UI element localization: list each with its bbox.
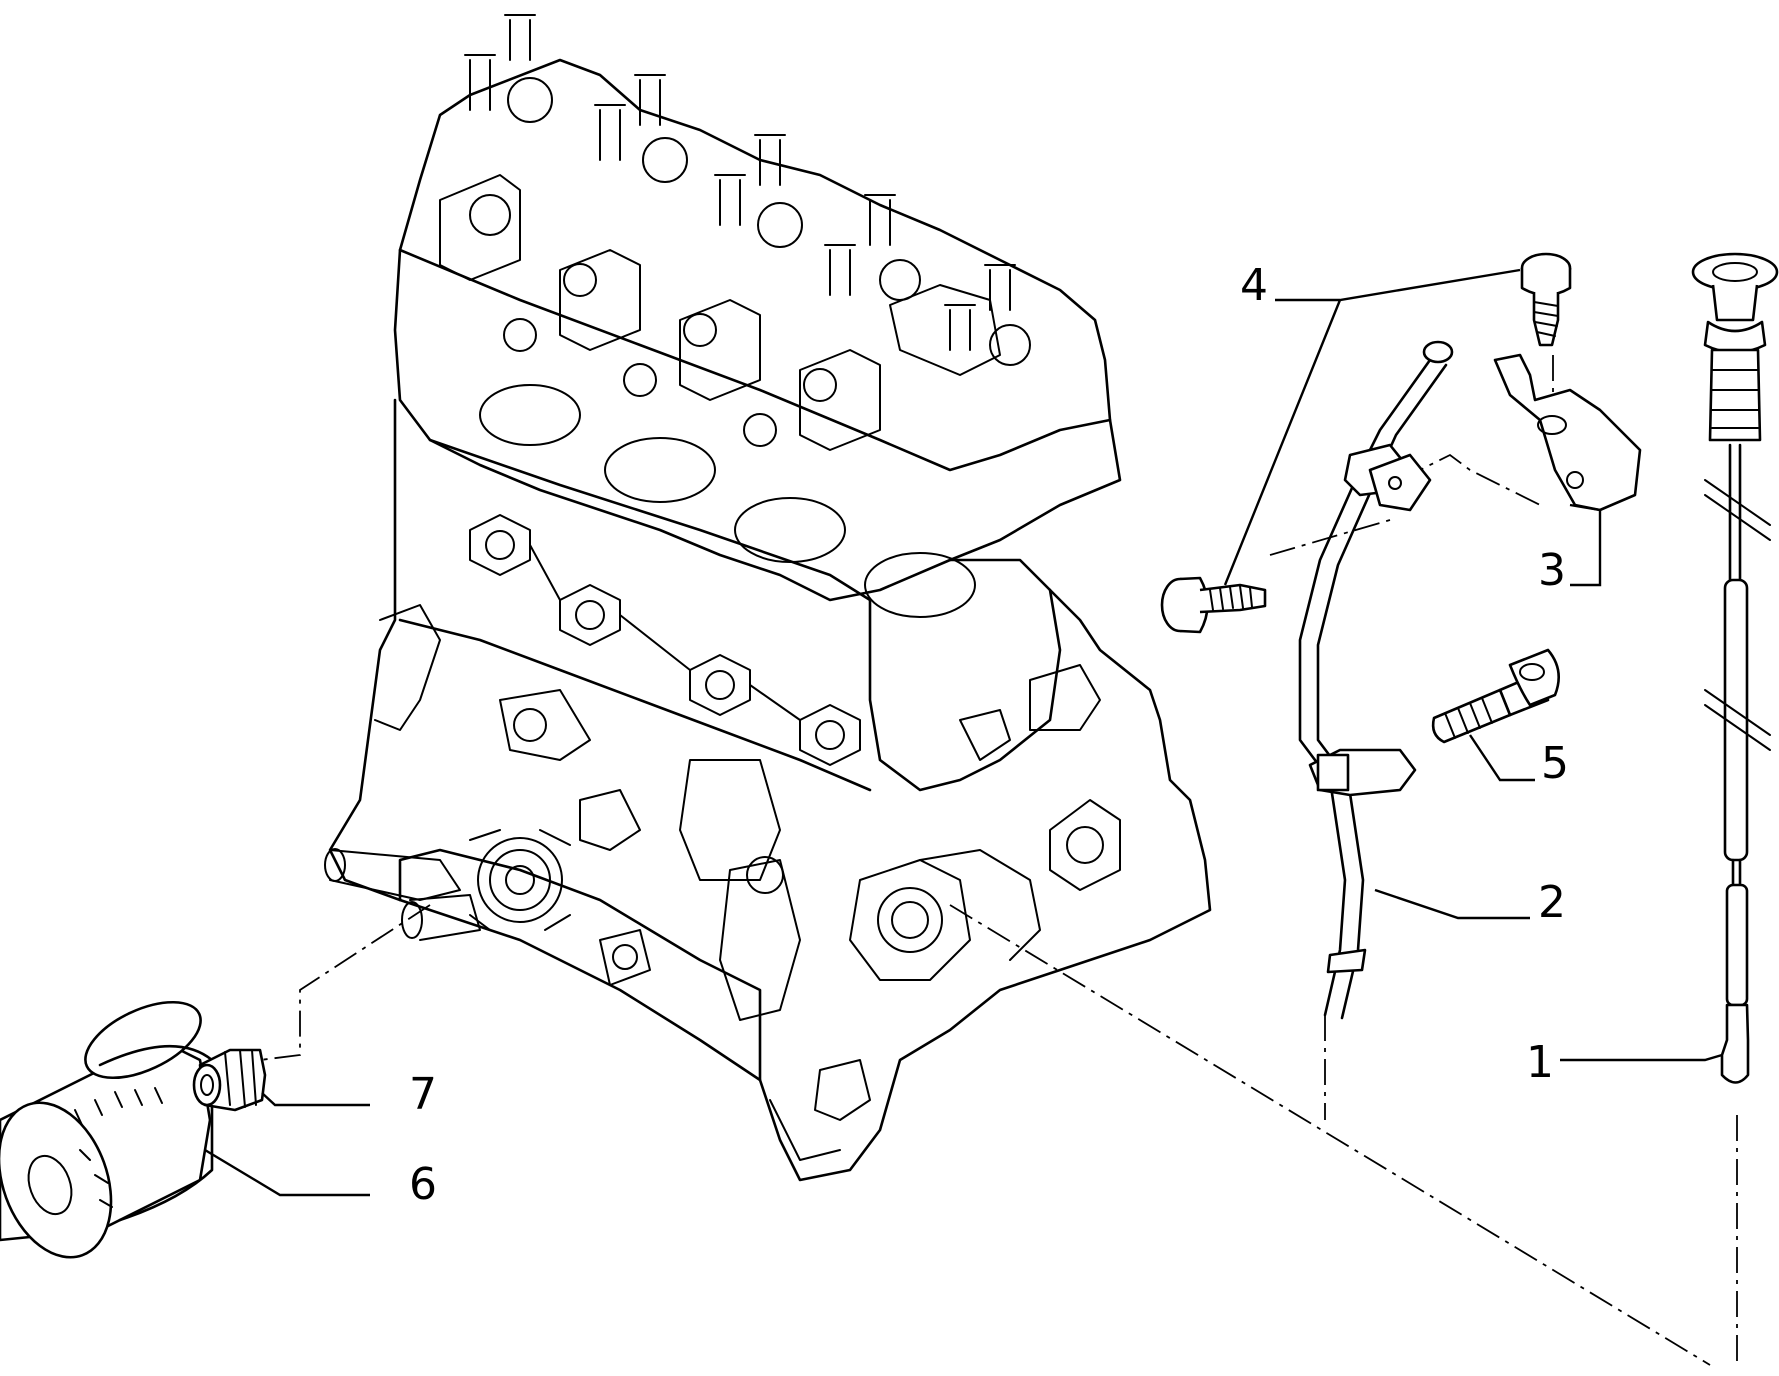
leader-2	[1374, 888, 1530, 920]
dipstick	[1691, 252, 1779, 1084]
filter-nipple	[192, 1048, 267, 1112]
dipstick-tube	[1298, 340, 1454, 1020]
callout-2: 2	[1538, 877, 1566, 928]
callout-labels: 1 2 3 4 5 6 7	[409, 260, 1569, 1210]
oil-filter	[0, 1000, 214, 1259]
leader-5	[1469, 734, 1535, 782]
engine-block	[324, 14, 1212, 1182]
callout-6: 6	[409, 1159, 437, 1210]
callout-5: 5	[1541, 738, 1569, 789]
leader-3	[1569, 503, 1602, 587]
leader-1	[1560, 1053, 1723, 1062]
tube-bracket	[1493, 353, 1642, 512]
callout-3: 3	[1538, 545, 1566, 596]
screw-lower	[1160, 576, 1267, 634]
callout-1: 1	[1526, 1037, 1554, 1088]
leader-4	[1223, 268, 1521, 586]
leader-6	[204, 1148, 370, 1197]
leader-7	[261, 1092, 370, 1107]
callout-4: 4	[1240, 260, 1268, 311]
callout-7: 7	[409, 1069, 437, 1120]
leader-lines	[204, 268, 1723, 1197]
screw-upper	[1520, 252, 1572, 347]
bolt	[1431, 648, 1561, 744]
assembly-centerlines	[259, 355, 1738, 1366]
